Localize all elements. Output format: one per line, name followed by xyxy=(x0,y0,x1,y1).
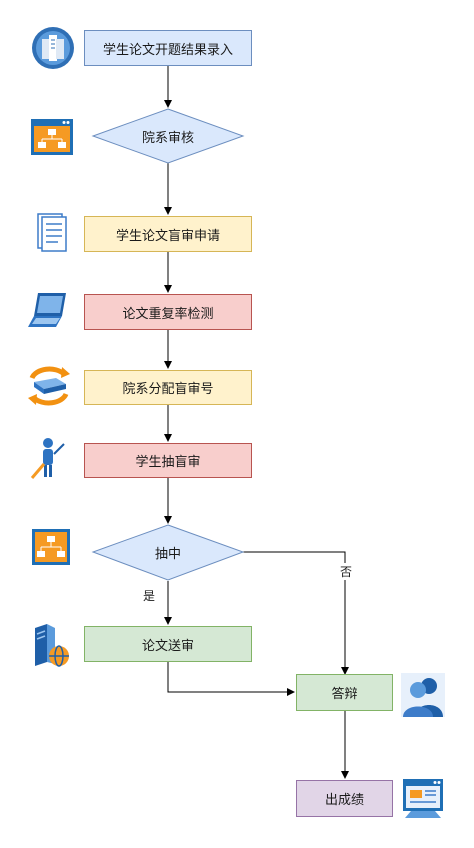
user-pen-icon xyxy=(30,438,65,479)
node-plagiarism-check[interactable]: 论文重复率检测 xyxy=(84,294,252,330)
node-thesis-proposal-entry[interactable]: 学生论文开题结果录入 xyxy=(84,30,252,66)
org-chart-icon xyxy=(32,529,70,565)
laptop-icon xyxy=(28,293,66,327)
org-chart-window-icon xyxy=(31,119,73,155)
edge-8-9 xyxy=(167,662,295,696)
node-final-grade[interactable]: 出成绩 xyxy=(296,780,393,817)
edge-7-9 xyxy=(242,551,349,675)
node-student-draw[interactable]: 学生抽盲审 xyxy=(84,443,252,478)
server-globe-icon xyxy=(35,624,69,667)
node-blind-review-apply[interactable]: 学生论文盲审申请 xyxy=(84,216,252,252)
node-assign-blind-number[interactable]: 院系分配盲审号 xyxy=(84,370,252,405)
decision-diamond-selected xyxy=(91,524,245,581)
node-department-review[interactable]: 院系审核 xyxy=(141,131,194,146)
node-send-review[interactable]: 论文送审 xyxy=(84,626,252,662)
edge-label-yes: 是 xyxy=(143,587,156,604)
users-icon xyxy=(401,673,445,717)
database-server-icon xyxy=(32,27,74,69)
edge-label-no: 否 xyxy=(340,563,353,580)
decision-diamond-review xyxy=(91,108,245,164)
report-window-icon xyxy=(403,779,443,818)
node-selected-decision[interactable]: 抽中 xyxy=(154,547,181,562)
sync-router-icon xyxy=(28,366,70,406)
document-icon xyxy=(37,213,67,252)
node-defense[interactable]: 答辩 xyxy=(296,674,393,711)
